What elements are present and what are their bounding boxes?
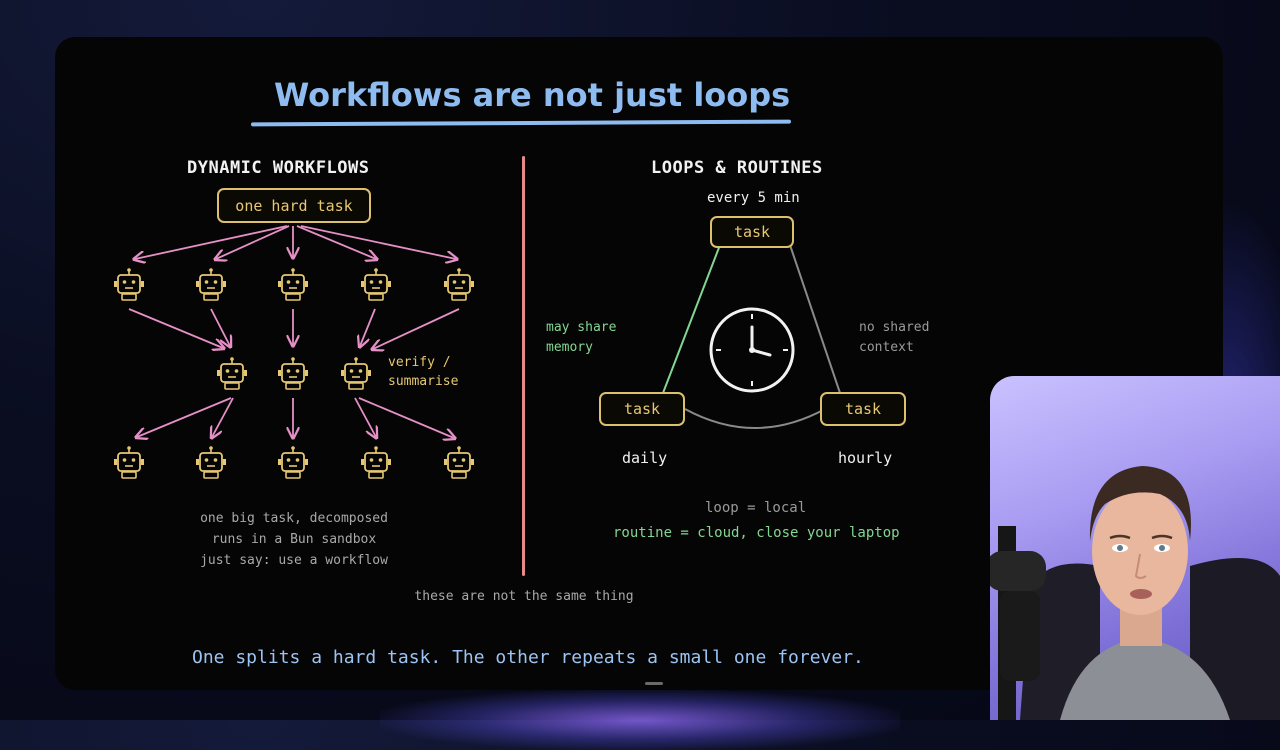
routine-equation: routine = cloud, close your laptop: [613, 525, 900, 541]
verify-summarise-label: verify / summarise: [388, 353, 458, 391]
dynamic-caption-line2: runs in a Bun sandbox: [211, 532, 377, 547]
robot-icon: [277, 445, 309, 479]
right-note-line1: no shared: [859, 320, 930, 335]
left-note-line2: memory: [546, 340, 593, 355]
robot-icon: [216, 356, 248, 390]
robot-icon: [360, 267, 392, 301]
robot-icon: [113, 445, 145, 479]
top-schedule-label: every 5 min: [707, 190, 800, 206]
robot-icon: [195, 445, 227, 479]
robot-icon: [195, 267, 227, 301]
right-note-line2: context: [859, 340, 914, 355]
left-schedule-label: daily: [622, 449, 668, 467]
dynamic-caption: one big task, decomposed runs in a Bun s…: [174, 508, 414, 571]
bottom-summary: One splits a hard task. The other repeat…: [192, 647, 864, 668]
loop-diagram: [662, 244, 841, 429]
dynamic-caption-line1: one big task, decomposed: [200, 511, 388, 526]
clock-icon: [709, 307, 795, 393]
right-note: no shared context: [859, 318, 929, 358]
root-task-label: one hard task: [235, 196, 353, 215]
left-note-line1: may share: [546, 320, 617, 335]
dynamic-workflows-heading: DYNAMIC WORKFLOWS: [187, 158, 370, 178]
webcam-overlay: [990, 376, 1280, 720]
robot-icon: [443, 267, 475, 301]
root-task-box: one hard task: [217, 188, 371, 223]
divider-caption: these are not the same thing: [414, 589, 634, 604]
verify-label-line1: verify /: [388, 355, 451, 370]
workflow-diagram: [128, 225, 525, 507]
right-task-label: task: [844, 400, 882, 418]
dynamic-caption-line3: just say: use a workflow: [200, 553, 388, 568]
robot-icon: [277, 267, 309, 301]
right-task-box: task: [820, 392, 906, 426]
right-schedule-label: hourly: [838, 449, 893, 467]
section-divider: [522, 156, 525, 576]
robot-icon: [340, 356, 372, 390]
top-task-label: task: [733, 223, 771, 241]
top-task-box: task: [710, 216, 794, 248]
presenter-video: [990, 466, 1280, 720]
robot-icon: [443, 445, 475, 479]
loops-routines-heading: LOOPS & ROUTINES: [651, 158, 823, 178]
left-note: may share memory: [546, 318, 616, 358]
left-task-box: task: [599, 392, 685, 426]
robot-icon: [113, 267, 145, 301]
robot-icon: [360, 445, 392, 479]
slide-indicator: [645, 682, 663, 685]
verify-label-line2: summarise: [388, 374, 459, 389]
loop-equation: loop = local: [705, 500, 807, 516]
left-task-label: task: [623, 400, 661, 418]
slide-title: Workflows are not just loops: [274, 76, 791, 114]
bottom-glow: [380, 690, 900, 750]
robot-icon: [277, 356, 309, 390]
